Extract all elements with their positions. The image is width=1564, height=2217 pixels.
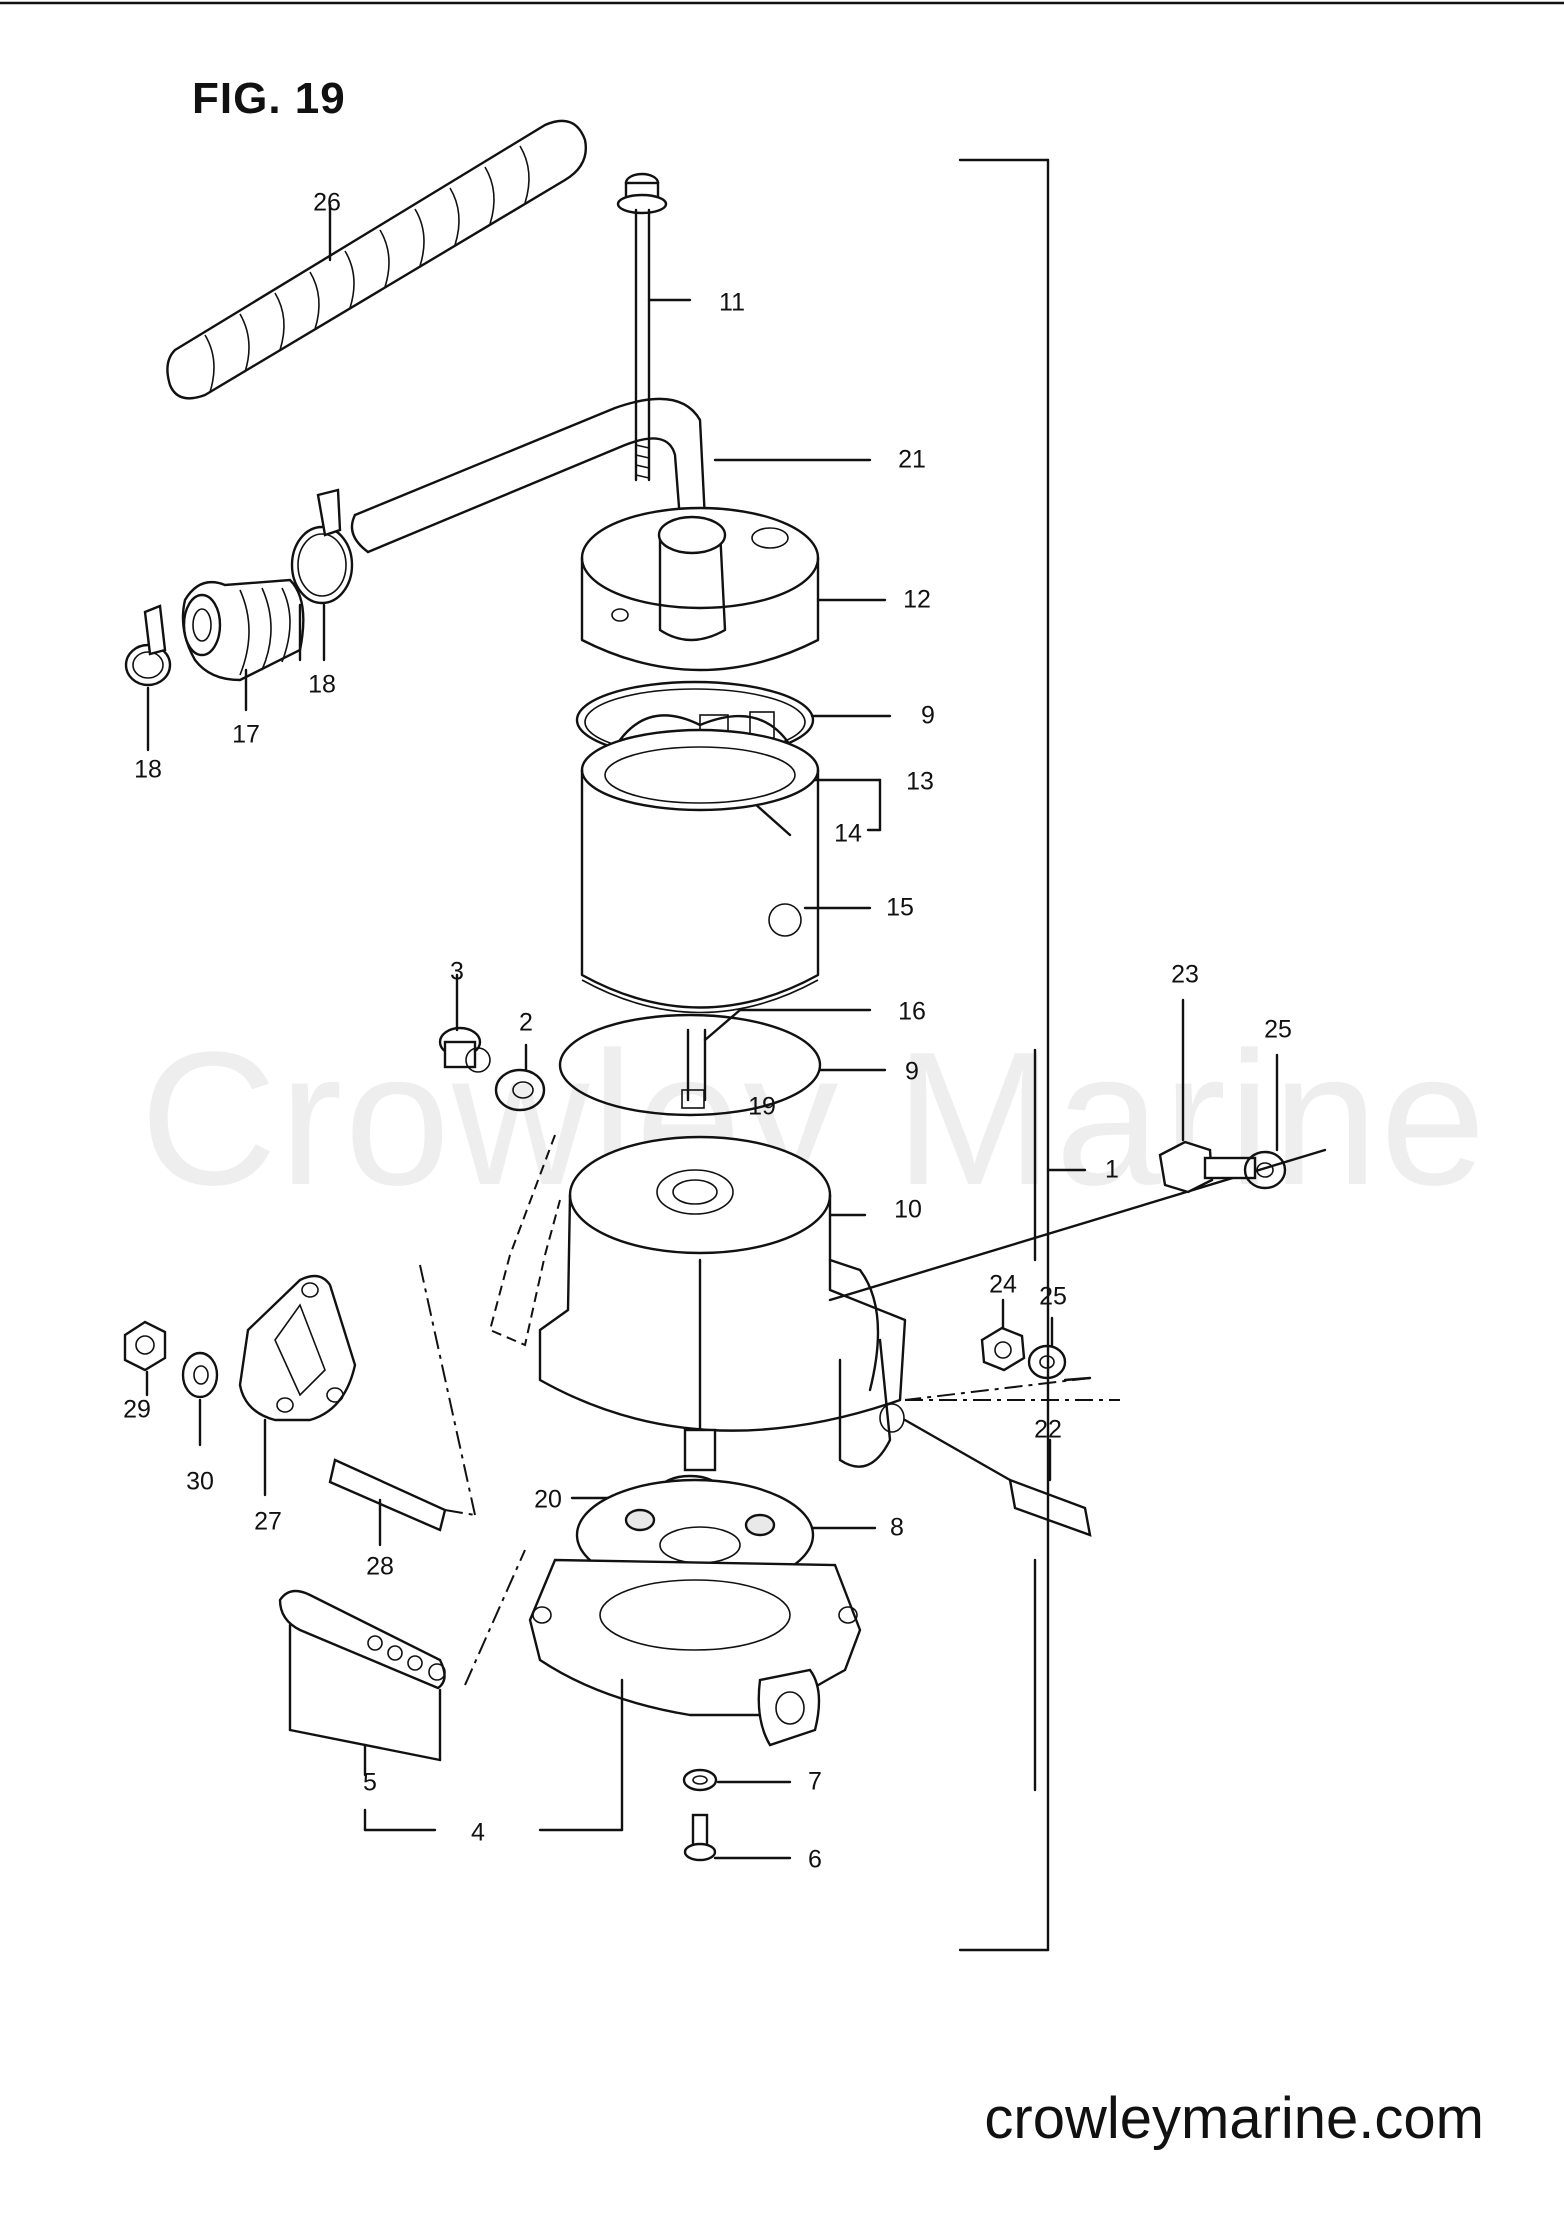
part-22-stud: [903, 1418, 1092, 1537]
callout-7: 7: [808, 1767, 822, 1796]
part-3-plug: [438, 1026, 491, 1073]
part-17-boot: [181, 578, 305, 682]
part-26-spiral-wrap: [166, 119, 587, 400]
callout-20: 20: [534, 1485, 562, 1514]
callout-9-upper: 9: [921, 701, 935, 730]
callout-25-upper: 25: [1264, 1015, 1292, 1044]
callout-5: 5: [363, 1768, 377, 1797]
callout-28: 28: [366, 1552, 394, 1581]
part-29-nut: [123, 1320, 167, 1372]
callout-12: 12: [903, 585, 931, 614]
part-2-washer: [494, 1068, 546, 1112]
callout-22: 22: [1034, 1415, 1062, 1444]
callout-23: 23: [1171, 960, 1199, 989]
part-27-gasket: [238, 1274, 357, 1422]
part-28-stud: [328, 1264, 476, 1532]
callout-21: 21: [898, 445, 926, 474]
part-18-clamp-upper: [290, 488, 354, 605]
part-9-lower-oring: [558, 1013, 887, 1117]
part-6-screw: [683, 1813, 792, 1862]
part-16-shaft: [686, 1008, 872, 1102]
part-4-lower-housing: [363, 1558, 862, 1832]
part-11-bolt: [616, 172, 692, 482]
callout-15: 15: [886, 893, 914, 922]
callout-9-lower: 9: [905, 1057, 919, 1086]
part-23-bolt: [1158, 1140, 1257, 1194]
part-12-cap: [580, 506, 887, 672]
callout-1: 1: [1105, 1155, 1119, 1184]
callout-18-lower: 18: [134, 755, 162, 784]
callout-19: 19: [748, 1092, 776, 1121]
figure-title: FIG. 19: [192, 74, 346, 123]
part-15-motor-housing: [580, 728, 872, 1014]
part-7-washer: [682, 1768, 792, 1792]
callout-30: 30: [186, 1467, 214, 1496]
part-19-coupler: [681, 1089, 705, 1109]
callout-8: 8: [890, 1513, 904, 1542]
callout-24: 24: [989, 1270, 1017, 1299]
callout-16: 16: [898, 997, 926, 1026]
part-30-washer: [181, 1351, 219, 1399]
callout-18-upper: 18: [308, 670, 336, 699]
callout-26: 26: [313, 188, 341, 217]
callout-2: 2: [519, 1008, 533, 1037]
callout-27: 27: [254, 1507, 282, 1536]
callout-13: 13: [906, 767, 934, 796]
part-25-washer-upper: [1243, 1150, 1287, 1190]
callout-14: 14: [834, 819, 862, 848]
callout-6: 6: [808, 1845, 822, 1874]
part-5-valve-assembly: [278, 1549, 526, 1777]
callout-4: 4: [471, 1818, 485, 1847]
callout-29: 29: [123, 1395, 151, 1424]
part-21-hose: [350, 397, 872, 554]
callout-11: 11: [719, 288, 745, 317]
callout-25-lower: 25: [1039, 1282, 1067, 1311]
part-18-clamp-lower: [124, 604, 172, 687]
part-24-nut: [980, 1326, 1026, 1372]
assembly-bracket-1: [958, 158, 1087, 1952]
site-url: crowleymarine.com: [984, 2086, 1484, 2151]
callout-17: 17: [232, 720, 260, 749]
callout-10: 10: [894, 1195, 922, 1224]
callout-3: 3: [450, 957, 464, 986]
